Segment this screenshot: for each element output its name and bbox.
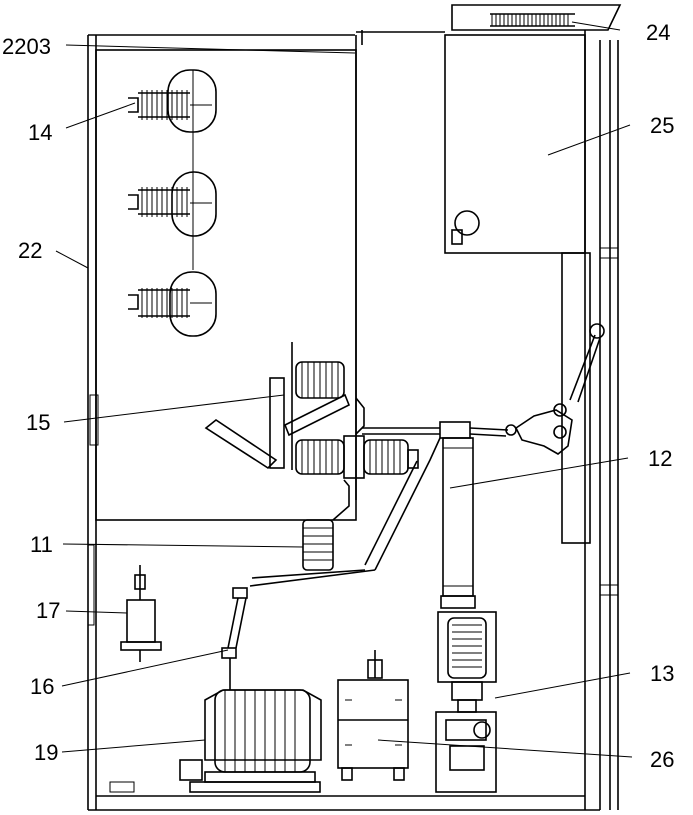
fuse-box [338,650,408,780]
bushing-3 [128,272,216,336]
label-24: 24 [646,20,670,45]
bushing-1 [128,70,216,132]
label-16: 16 [30,674,54,699]
instrument-box [445,35,590,543]
busbar-bushings [128,70,216,336]
cable-link [222,438,440,690]
support-column [441,438,475,608]
label-26: 26 [650,747,674,772]
label-14: 14 [28,120,52,145]
label-15: 15 [26,410,50,435]
label-13: 13 [650,661,674,686]
operating-linkage [362,324,604,454]
label-19: 19 [34,740,58,765]
label-11: 11 [30,532,53,557]
surge-arrester [121,565,161,662]
label-12: 12 [648,446,672,471]
label-25: 25 [650,113,674,138]
bushing-2 [128,132,216,270]
disconnector-switch [206,342,418,478]
label-2203: 2203 [2,34,51,59]
vacuum-breaker [436,612,496,792]
label-22: 22 [18,238,42,263]
voltage-transformer [180,690,321,792]
cable-bushing [303,480,349,570]
cabinet-frame [88,30,618,810]
label-17: 17 [36,598,60,623]
